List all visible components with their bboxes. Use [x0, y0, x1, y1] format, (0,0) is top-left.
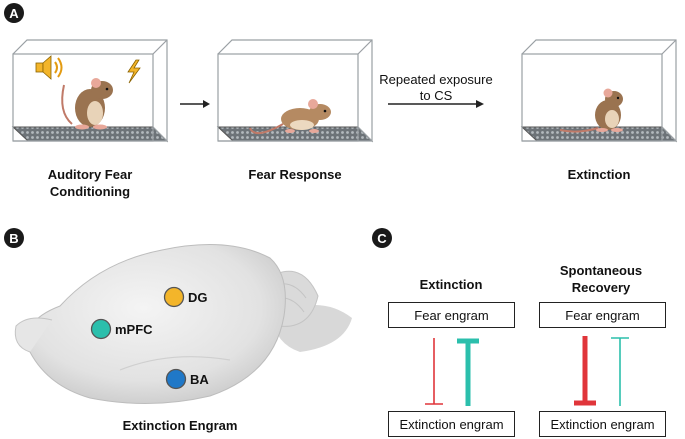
mouse-rearing: [61, 78, 113, 130]
lightning-icon: [127, 59, 141, 84]
panel-a-badge: A: [4, 3, 24, 23]
extinction-engram-box-extinction: Extinction engram: [388, 411, 515, 437]
caption-extinction-engram: Extinction Engram: [122, 418, 238, 433]
fear-engram-box-recovery: Fear engram: [539, 302, 666, 328]
cage-fear-response: [216, 39, 374, 143]
brain-illustration: [14, 244, 352, 404]
caption-extinction: Extinction: [567, 167, 631, 182]
fear-engram-box-extinction: Fear engram: [388, 302, 515, 328]
arrow-2: [388, 100, 484, 108]
arrow-label: Repeated exposure to CS: [379, 72, 493, 103]
inhibit-red-thick-recovery: [574, 336, 596, 406]
region-label-dg: DG: [188, 290, 208, 305]
mouse-freezing: [249, 99, 331, 135]
extinction-engram-box-recovery: Extinction engram: [539, 411, 666, 437]
region-dot-ba: [165, 368, 187, 390]
panel-c-badge: C: [372, 228, 392, 248]
mouse-sitting: [559, 88, 623, 133]
panel-b-badge: B: [4, 228, 24, 248]
arrow-1: [180, 100, 210, 108]
region-dot-mpfc: [90, 318, 112, 340]
title-extinction: Extinction: [419, 277, 483, 292]
inhibit-teal-thick-extinction: [457, 338, 479, 406]
region-dot-dg: [163, 286, 185, 308]
caption-conditioning: Auditory Fear Conditioning: [47, 167, 133, 199]
title-spontaneous-recovery: Spontaneous Recovery: [559, 263, 643, 295]
inhibit-red-thin-extinction: [425, 338, 443, 405]
inhibit-teal-thin-recovery: [611, 337, 629, 406]
cage-conditioning: [11, 39, 169, 143]
region-label-mpfc: mPFC: [115, 322, 153, 337]
speaker-icon: [35, 55, 63, 80]
caption-fear-response: Fear Response: [248, 167, 342, 182]
region-label-ba: BA: [190, 372, 209, 387]
